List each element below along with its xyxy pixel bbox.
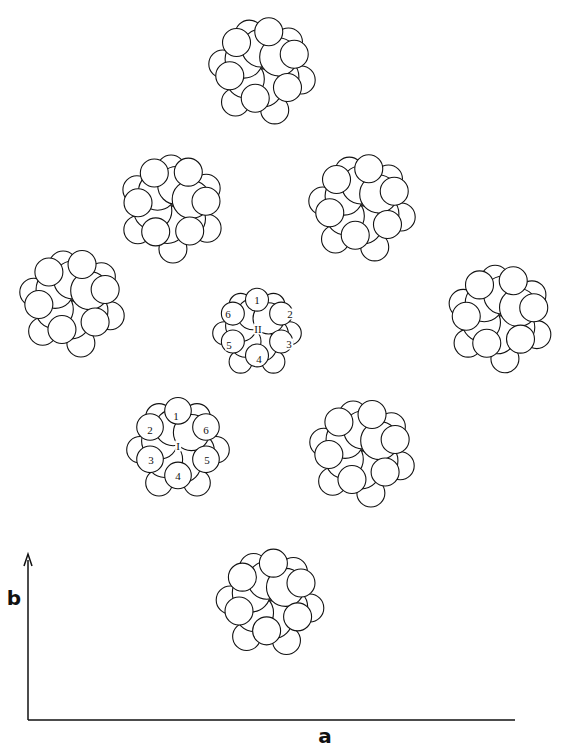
- atom: [381, 425, 409, 453]
- atom: [325, 408, 353, 436]
- atom: [499, 267, 527, 295]
- atom-number: 3: [285, 339, 293, 350]
- atom: [338, 465, 366, 493]
- molecule: [310, 401, 414, 507]
- atom-number: 6: [224, 309, 232, 320]
- atom: [287, 569, 315, 597]
- atom: [142, 218, 170, 246]
- atom: [465, 271, 493, 299]
- atom-number: 3: [147, 455, 155, 466]
- atom: [25, 291, 53, 319]
- atom: [341, 221, 369, 249]
- atom-number: 4: [255, 354, 263, 365]
- molecule-label: II: [253, 324, 262, 335]
- atom: [358, 401, 386, 429]
- b-axis-tick: [24, 554, 32, 566]
- atom: [35, 258, 63, 286]
- atom-number: 2: [146, 425, 154, 436]
- atom: [124, 189, 152, 217]
- molecule: [20, 251, 124, 357]
- atom: [81, 308, 109, 336]
- atom: [68, 251, 96, 279]
- atom-number: 4: [174, 471, 182, 482]
- atom: [355, 155, 383, 183]
- atom-number: 2: [286, 309, 294, 320]
- atom-number: 1: [172, 411, 180, 422]
- atom: [165, 398, 192, 425]
- b-axis: [27, 560, 29, 720]
- atom: [192, 187, 220, 215]
- atom: [246, 288, 269, 311]
- atom: [225, 597, 253, 625]
- atom: [223, 28, 251, 56]
- atom: [140, 159, 168, 187]
- atom: [273, 74, 301, 102]
- atom-number: 5: [225, 340, 233, 351]
- molecule-label: I: [175, 441, 181, 452]
- atom: [48, 315, 76, 343]
- atom: [221, 302, 244, 325]
- atom: [174, 158, 202, 186]
- atom: [323, 165, 351, 193]
- atom: [137, 446, 164, 473]
- atom: [259, 549, 287, 577]
- atom: [228, 563, 256, 591]
- a-axis: [28, 719, 515, 721]
- atom: [284, 603, 312, 631]
- atom: [507, 325, 535, 353]
- atom: [91, 275, 119, 303]
- axis-label: b: [7, 588, 21, 608]
- atom: [255, 18, 283, 46]
- atom: [253, 617, 281, 645]
- atom: [193, 446, 220, 473]
- atom: [241, 84, 269, 112]
- atom: [137, 414, 164, 441]
- molecule: [216, 549, 324, 654]
- atom: [165, 462, 192, 489]
- atom-number: 5: [203, 455, 211, 466]
- molecule: [123, 155, 221, 263]
- atom: [176, 217, 204, 245]
- atom: [452, 302, 480, 330]
- molecule: [209, 18, 315, 124]
- atom: [246, 344, 269, 367]
- atom: [193, 414, 220, 441]
- atom: [473, 329, 501, 357]
- molecule: [127, 398, 230, 496]
- atom: [280, 40, 308, 68]
- atom: [270, 330, 293, 353]
- atom: [373, 211, 401, 239]
- atom: [216, 62, 244, 90]
- atom: [221, 330, 244, 353]
- atom-number: 1: [253, 295, 261, 306]
- molecule: [449, 265, 551, 372]
- atom: [520, 294, 548, 322]
- axis-label: a: [318, 726, 332, 746]
- molecule: [213, 288, 302, 373]
- atom: [371, 458, 399, 486]
- atom-number: 6: [202, 425, 210, 436]
- molecule: [309, 155, 415, 261]
- atom: [316, 199, 344, 227]
- atom: [380, 177, 408, 205]
- atom: [315, 441, 343, 469]
